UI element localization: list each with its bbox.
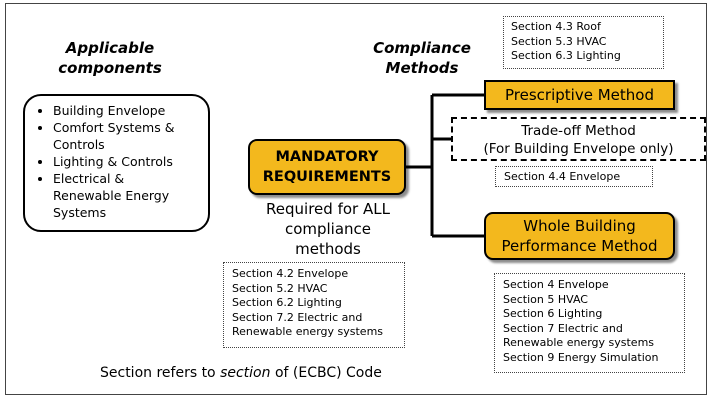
list-item: Comfort Systems & Controls bbox=[53, 119, 204, 153]
prescriptive-sections-box: Section 4.3 Roof Section 5.3 HVAC Sectio… bbox=[503, 16, 664, 69]
whole-building-line2: Performance Method bbox=[501, 237, 658, 255]
whole-building-line1: Whole Building bbox=[523, 217, 636, 235]
prescriptive-method-box: Prescriptive Method bbox=[484, 80, 675, 110]
applicable-heading: Applicable components bbox=[35, 38, 185, 78]
section-line: Renewable energy systems bbox=[503, 336, 655, 349]
mandatory-line2: REQUIREMENTS bbox=[262, 169, 392, 185]
footer-prefix: Section refers to bbox=[100, 365, 221, 381]
mandatory-sub-line3: methods bbox=[295, 240, 361, 258]
compliance-heading-line1: Compliance bbox=[373, 39, 471, 57]
section-line: Section 7.2 Electric and bbox=[232, 310, 363, 324]
mandatory-requirements-box: MANDATORY REQUIREMENTS bbox=[248, 139, 406, 195]
section-line: Section 9 Energy Simulation bbox=[503, 350, 659, 364]
section-line: Section 5 HVAC bbox=[503, 292, 588, 306]
list-item-text: Comfort Systems & bbox=[53, 120, 175, 135]
section-line: Renewable energy systems bbox=[232, 325, 384, 338]
applicable-heading-line2: components bbox=[58, 59, 162, 77]
applicable-components-box: Building Envelope Comfort Systems & Contr… bbox=[23, 94, 210, 232]
mandatory-sub-line2: compliance bbox=[284, 220, 372, 238]
section-line: Section 6 Lighting bbox=[503, 307, 603, 320]
list-item-text: Building Envelope bbox=[53, 103, 166, 118]
compliance-heading-line2: Methods bbox=[385, 59, 459, 77]
whole-building-method-box: Whole Building Performance Method bbox=[484, 212, 675, 260]
section-line: Section 5.2 HVAC bbox=[232, 281, 328, 295]
list-item: Building Envelope bbox=[53, 102, 204, 119]
list-item: Lighting & Controls bbox=[53, 153, 204, 170]
tradeoff-sections-box: Section 4.4 Envelope bbox=[495, 166, 653, 187]
section-line: Section 7 Electric and bbox=[503, 321, 623, 335]
list-item-text: Renewable Energy bbox=[53, 188, 170, 203]
section-line: Section 6.2 Lighting bbox=[232, 296, 342, 309]
section-line: Section 4.4 Envelope bbox=[504, 170, 621, 183]
footer-note: Section refers to section of (ECBC) Code bbox=[100, 365, 382, 381]
prescriptive-method-label: Prescriptive Method bbox=[505, 86, 654, 104]
tradeoff-line1: Trade-off Method bbox=[521, 123, 636, 139]
applicable-components-list: Building Envelope Comfort Systems & Contr… bbox=[35, 102, 204, 221]
section-line: Section 4.3 Roof bbox=[511, 20, 601, 33]
list-item-text: Lighting & Controls bbox=[53, 154, 173, 169]
applicable-heading-line1: Applicable bbox=[65, 39, 155, 57]
list-item-text: Electrical & bbox=[53, 171, 125, 186]
section-line: Section 4.2 Envelope bbox=[232, 267, 349, 280]
section-line: Section 6.3 Lighting bbox=[511, 49, 621, 62]
footer-suffix: of (ECBC) Code bbox=[270, 365, 382, 381]
mandatory-line1: MANDATORY bbox=[275, 149, 379, 165]
section-line: Section 5.3 HVAC bbox=[511, 34, 607, 48]
compliance-methods-heading: Compliance Methods bbox=[360, 38, 484, 78]
mandatory-subtitle: Required for ALL compliance methods bbox=[248, 199, 408, 259]
list-item-text: Systems bbox=[53, 205, 107, 220]
mandatory-sections-box: Section 4.2 Envelope Section 5.2 HVAC Se… bbox=[223, 262, 405, 348]
tradeoff-method-box: Trade-off Method (For Building Envelope … bbox=[451, 117, 706, 161]
whole-building-sections-box: Section 4 Envelope Section 5 HVAC Sectio… bbox=[494, 273, 685, 373]
section-line: Section 4 Envelope bbox=[503, 278, 609, 291]
list-item-text: Controls bbox=[53, 137, 105, 152]
tradeoff-line2: (For Building Envelope only) bbox=[483, 141, 674, 157]
mandatory-sub-line1: Required for ALL bbox=[266, 200, 390, 218]
footer-emphasis: section bbox=[220, 365, 271, 381]
diagram-frame bbox=[5, 3, 707, 395]
